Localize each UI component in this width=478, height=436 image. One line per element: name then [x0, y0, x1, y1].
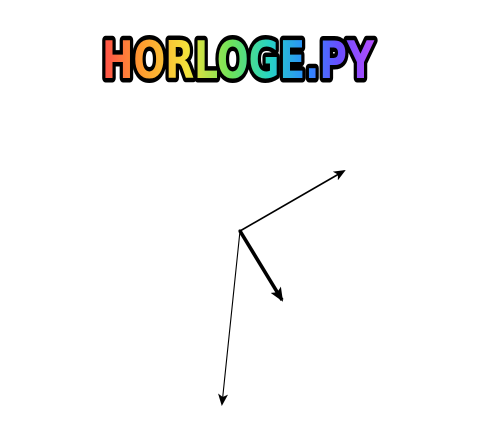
hour-hand — [238, 230, 284, 302]
horloge-logo: HORLOGE.PY HORLOGE.PY — [98, 27, 380, 96]
logo-text-outline: HORLOGE.PY — [102, 31, 375, 91]
second-hand — [218, 230, 241, 406]
minute-hand — [239, 170, 346, 232]
logo-text-fill: HORLOGE.PY — [102, 31, 375, 91]
clock-center — [238, 229, 242, 233]
